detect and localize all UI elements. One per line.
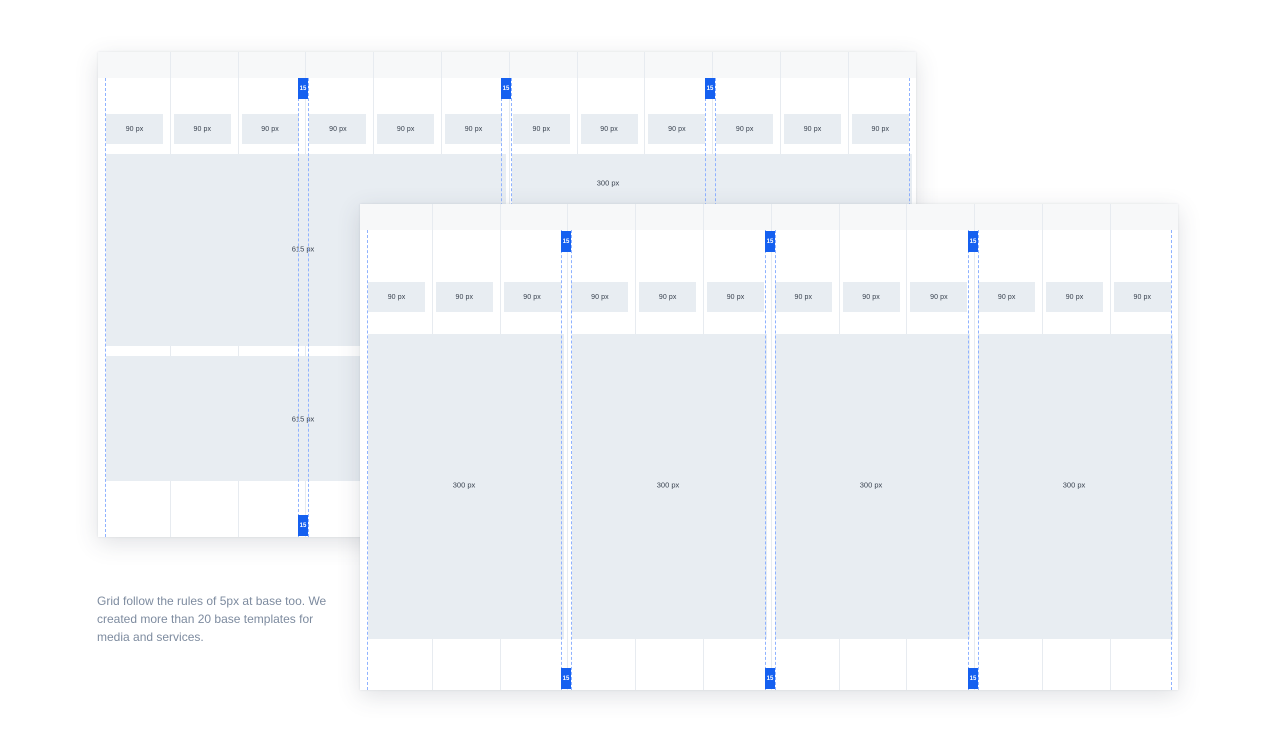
back-gutter-guide bbox=[105, 78, 106, 537]
front-column-label: 90 px bbox=[910, 282, 968, 312]
front-content-block bbox=[775, 334, 970, 639]
back-column-label: 90 px bbox=[648, 114, 706, 144]
front-block-label: 300 px bbox=[656, 480, 680, 490]
back-column-label: 90 px bbox=[173, 114, 231, 144]
front-column-label: 90 px bbox=[774, 282, 832, 312]
front-gutter-marker: 15 bbox=[561, 668, 571, 689]
back-card-header bbox=[98, 52, 916, 78]
back-block-label: 615 px bbox=[291, 244, 315, 254]
back-column-label: 90 px bbox=[241, 114, 299, 144]
grid-caption: Grid follow the rules of 5px at base too… bbox=[97, 594, 327, 644]
front-content-block bbox=[368, 334, 564, 639]
front-column-line bbox=[770, 204, 772, 690]
front-gutter-guide bbox=[561, 230, 562, 690]
front-gutter-guide bbox=[968, 230, 969, 690]
front-block-label: 300 px bbox=[1062, 480, 1086, 490]
front-gutter-guide bbox=[367, 230, 368, 690]
front-grid-template: 90 px 90 px 90 px 90 px 90 px 90 px 90 px 90 px… bbox=[360, 204, 1178, 690]
front-gutter-marker: 15 bbox=[765, 231, 775, 252]
back-column-label: 90 px bbox=[580, 114, 638, 144]
front-column-label: 90 px bbox=[707, 282, 764, 312]
front-gutter-guide bbox=[1171, 230, 1172, 690]
front-column-line bbox=[974, 204, 976, 690]
back-column-label: 90 px bbox=[716, 114, 774, 144]
front-block-label: 300 px bbox=[452, 480, 476, 490]
front-gutter-marker: 15 bbox=[561, 231, 571, 252]
front-gutter-guide bbox=[775, 230, 776, 690]
front-block-label: 300 px bbox=[859, 480, 883, 490]
back-column-label: 90 px bbox=[377, 114, 435, 144]
front-column-label: 90 px bbox=[435, 282, 493, 312]
front-column-label: 90 px bbox=[571, 282, 629, 312]
front-column-label: 90 px bbox=[503, 282, 561, 312]
front-gutter-marker: 15 bbox=[968, 668, 978, 689]
back-gutter-marker: 15 bbox=[298, 78, 308, 99]
front-column-label: 90 px bbox=[842, 282, 900, 312]
front-gutter-marker: 15 bbox=[765, 668, 775, 689]
back-column-label: 90 px bbox=[309, 114, 367, 144]
front-column-line bbox=[567, 204, 569, 690]
back-column-label: 90 px bbox=[445, 114, 502, 144]
back-column-label: 90 px bbox=[851, 114, 909, 144]
front-column-label: 90 px bbox=[639, 282, 697, 312]
back-block-label: 615 px bbox=[291, 414, 315, 424]
front-column-label: 90 px bbox=[978, 282, 1036, 312]
back-column-label: 90 px bbox=[106, 114, 163, 144]
front-gutter-guide bbox=[978, 230, 979, 690]
back-column-label: 90 px bbox=[512, 114, 570, 144]
front-column-label: 90 px bbox=[368, 282, 425, 312]
front-gutter-guide bbox=[571, 230, 572, 690]
front-gutter-marker: 15 bbox=[968, 231, 978, 252]
front-column-label: 90 px bbox=[1113, 282, 1171, 312]
front-column-label: 90 px bbox=[1046, 282, 1103, 312]
back-gutter-marker: 15 bbox=[705, 78, 715, 99]
front-card-header bbox=[360, 204, 1178, 230]
back-gutter-guide bbox=[308, 78, 309, 537]
front-content-block bbox=[978, 334, 1173, 639]
back-block-label: 300 px bbox=[596, 178, 620, 188]
back-gutter-marker: 15 bbox=[298, 515, 308, 536]
front-content-block bbox=[572, 334, 767, 639]
back-gutter-guide bbox=[298, 78, 299, 537]
back-column-label: 90 px bbox=[784, 114, 841, 144]
front-gutter-guide bbox=[765, 230, 766, 690]
back-gutter-marker: 15 bbox=[501, 78, 511, 99]
